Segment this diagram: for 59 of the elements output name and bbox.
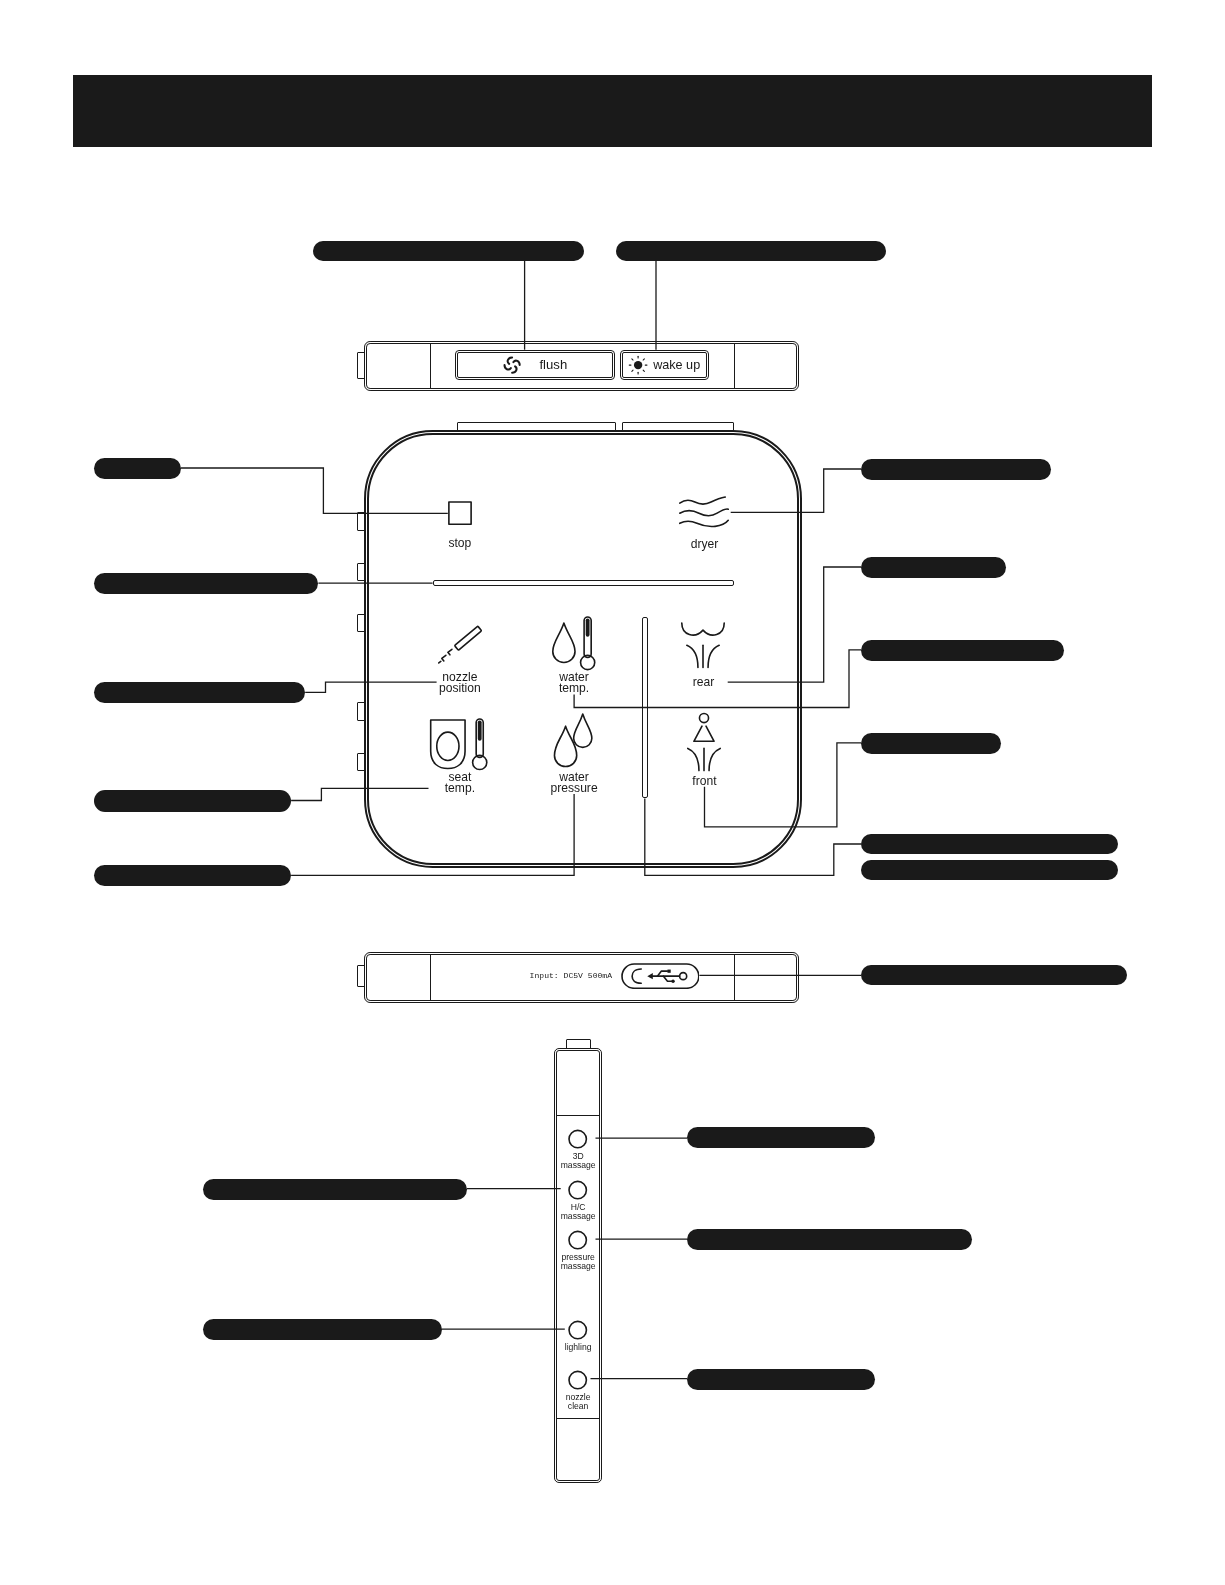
redacted-label <box>861 556 1006 579</box>
button-label: lighling <box>564 1343 592 1352</box>
remote-side-edge <box>553 1048 603 1483</box>
redacted-label <box>313 240 585 261</box>
button-label: front <box>692 775 717 787</box>
redacted-label <box>94 790 292 812</box>
redacted-label <box>861 458 1052 481</box>
redacted-label <box>94 682 306 704</box>
redacted-label <box>687 1126 876 1149</box>
redacted-label <box>687 1229 973 1251</box>
redacted-label <box>94 865 292 887</box>
leader-line <box>317 582 434 584</box>
redacted-label <box>203 1178 467 1200</box>
button-label: dryer <box>690 538 719 550</box>
leader-line <box>523 260 526 351</box>
leader-line <box>698 974 862 977</box>
button-label: rear <box>692 676 715 688</box>
button-label: water pressure <box>550 771 598 794</box>
leader-line <box>594 1238 688 1240</box>
redacted-label <box>861 965 1127 986</box>
redacted-label <box>615 240 887 261</box>
leader-line <box>703 742 862 828</box>
leader-line <box>644 797 862 876</box>
remote-bottom-edge <box>363 952 800 1003</box>
button-label: water temp. <box>558 672 590 695</box>
leader-line <box>594 1137 688 1139</box>
spec-text: Input: DC5V 500mA <box>529 972 613 981</box>
button-label: stop <box>448 537 472 549</box>
redacted-label <box>94 457 181 480</box>
leader-line <box>655 260 657 351</box>
redacted-label <box>94 573 319 595</box>
wake-up-button: wake up <box>619 349 709 380</box>
slider-track <box>432 580 734 587</box>
slider-track <box>641 616 648 799</box>
redacted-label <box>861 639 1065 661</box>
button-label: seat temp. <box>444 772 475 795</box>
leader-line <box>290 793 575 876</box>
leader-line <box>589 1377 688 1380</box>
leader-line <box>290 787 430 802</box>
leader-line <box>573 649 862 709</box>
leader-line <box>730 468 862 514</box>
redacted-label <box>861 732 1001 754</box>
leader-line <box>304 681 438 693</box>
button-label: nozzle position <box>439 671 481 694</box>
button-label: H/C massage <box>560 1202 596 1221</box>
button-label: 3D massage <box>560 1152 596 1170</box>
remote-front-panel <box>363 429 802 869</box>
remote-top-edge <box>363 340 800 392</box>
button-label: nozzle clean <box>565 1392 591 1411</box>
button-label: pressure massage <box>560 1253 596 1271</box>
redacted-label <box>861 833 1118 855</box>
leader-line <box>466 1187 562 1190</box>
redacted-label <box>861 860 1118 881</box>
leader-line <box>727 566 862 683</box>
redacted-label <box>687 1368 876 1390</box>
leader-line <box>441 1328 566 1330</box>
flush-button: flush <box>454 349 615 380</box>
redacted-label <box>203 1319 442 1341</box>
leader-line <box>180 467 449 515</box>
